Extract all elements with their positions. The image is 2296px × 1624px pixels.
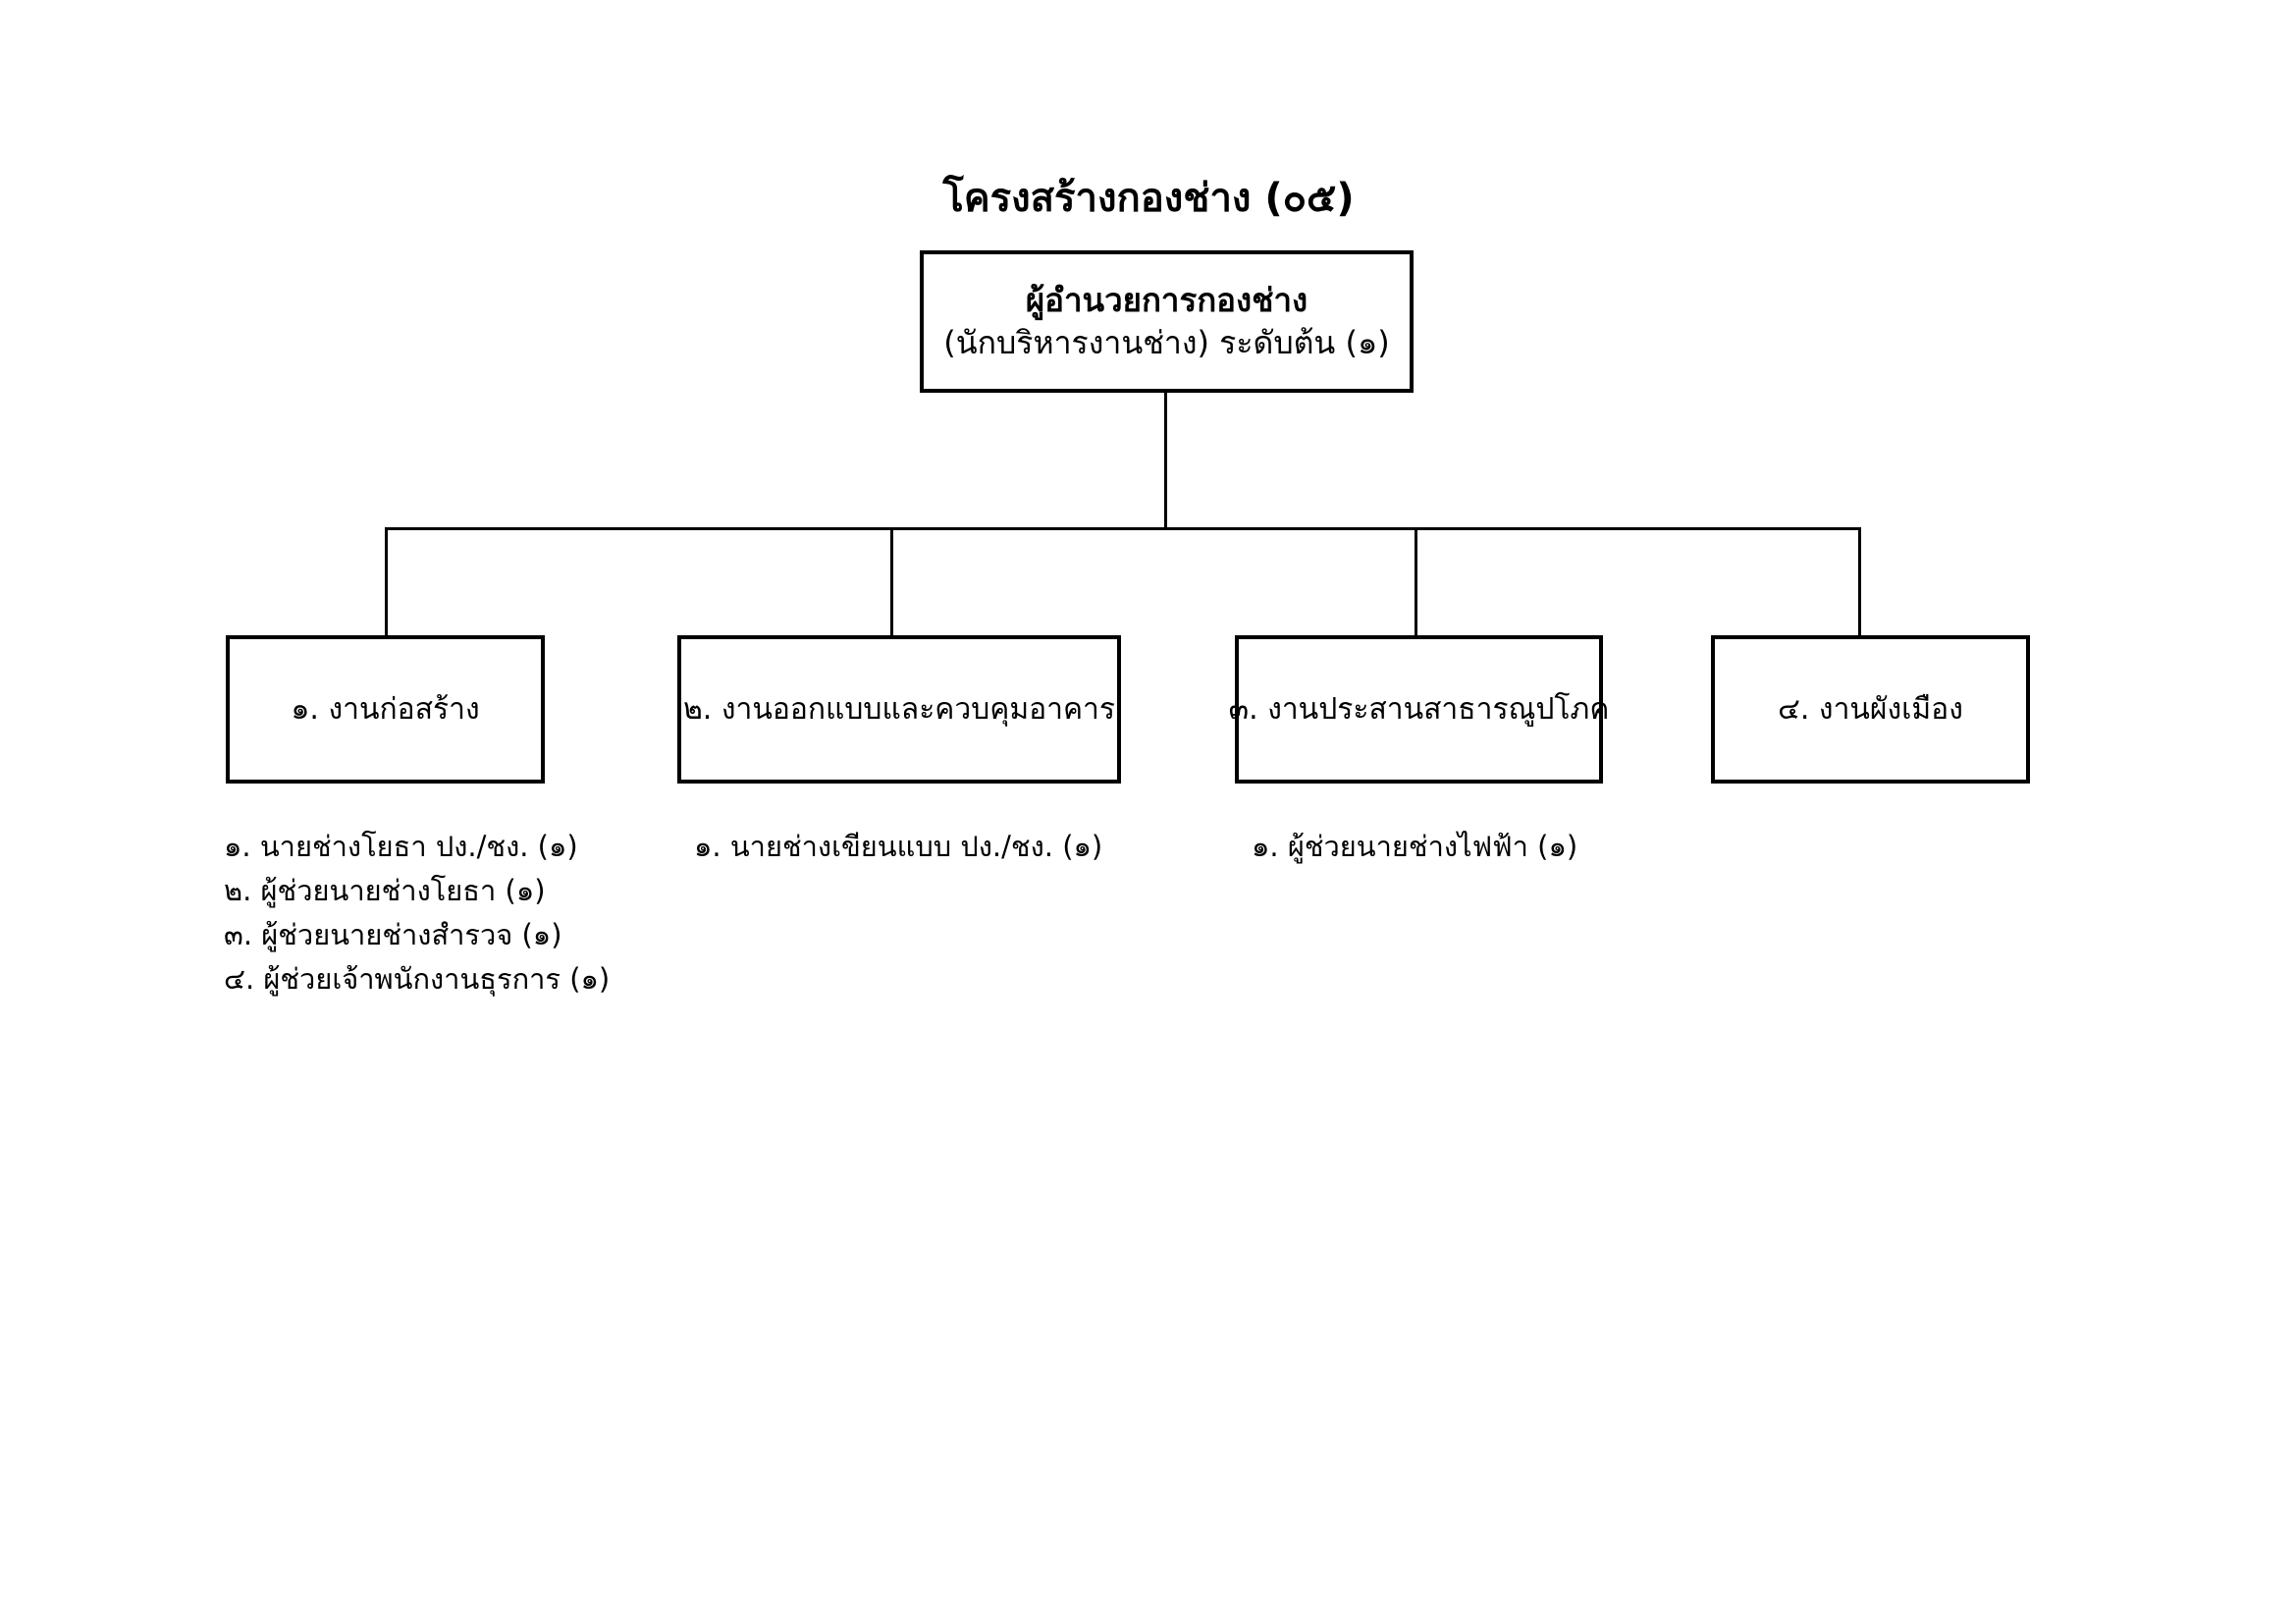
unit-box-construction: ๑. งานก่อสร้าง <box>226 635 545 784</box>
director-subtitle: (นักบริหารงานช่าง) ระดับต้น (๑) <box>943 324 1390 362</box>
connector-drop-unit-2 <box>890 527 893 637</box>
staff-item: ๒. ผู้ช่วยนายช่างโยธา (๑) <box>224 874 546 907</box>
staff-list-design-building-control: ๑. นายช่างเขียนแบบ ปง./ชง. (๑) <box>694 825 1102 869</box>
connector-drop-unit-4 <box>1858 527 1861 637</box>
staff-item: ๑. ผู้ช่วยนายช่างไฟฟ้า (๑) <box>1252 830 1578 863</box>
unit-box-design-building-control: ๒. งานออกแบบและควบคุมอาคาร <box>677 635 1121 784</box>
unit-label: ๑. งานก่อสร้าง <box>291 692 480 727</box>
unit-box-utilities-coordination: ๓. งานประสานสาธารณูปโภค <box>1229 635 1609 784</box>
staff-item: ๑. นายช่างโยธา ปง./ชง. (๑) <box>224 830 578 863</box>
connector-director-stem <box>1164 391 1167 529</box>
staff-item: ๑. นายช่างเขียนแบบ ปง./ชง. (๑) <box>694 830 1103 863</box>
connector-drop-unit-1 <box>385 527 388 637</box>
connector-drop-unit-3 <box>1415 527 1417 637</box>
staff-item: ๓. ผู้ช่วยนายช่างสำรวจ (๑) <box>224 918 562 951</box>
unit-box-town-planning: ๔. งานผังเมือง <box>1711 635 2030 784</box>
staff-list-construction: ๑. นายช่างโยธา ปง./ชง. (๑) ๒. ผู้ช่วยนาย… <box>224 825 610 1001</box>
page-title: โครงสร้างกองช่าง (๐๕) <box>942 176 1355 221</box>
staff-item: ๔. ผู้ช่วยเจ้าพนักงานธุรการ (๑) <box>224 962 611 996</box>
director-title: ผู้อำนวยการกองช่าง <box>1025 280 1308 319</box>
unit-label: ๒. งานออกแบบและควบคุมอาคาร <box>683 692 1115 727</box>
director-box: ผู้อำนวยการกองช่าง (นักบริหารงานช่าง) ระ… <box>920 250 1414 393</box>
unit-label: ๔. งานผังเมือง <box>1778 692 1963 727</box>
staff-list-utilities-coordination: ๑. ผู้ช่วยนายช่างไฟฟ้า (๑) <box>1252 825 1577 869</box>
unit-label: ๓. งานประสานสาธารณูปโภค <box>1228 692 1610 727</box>
connector-horizontal-rail <box>385 527 1861 530</box>
